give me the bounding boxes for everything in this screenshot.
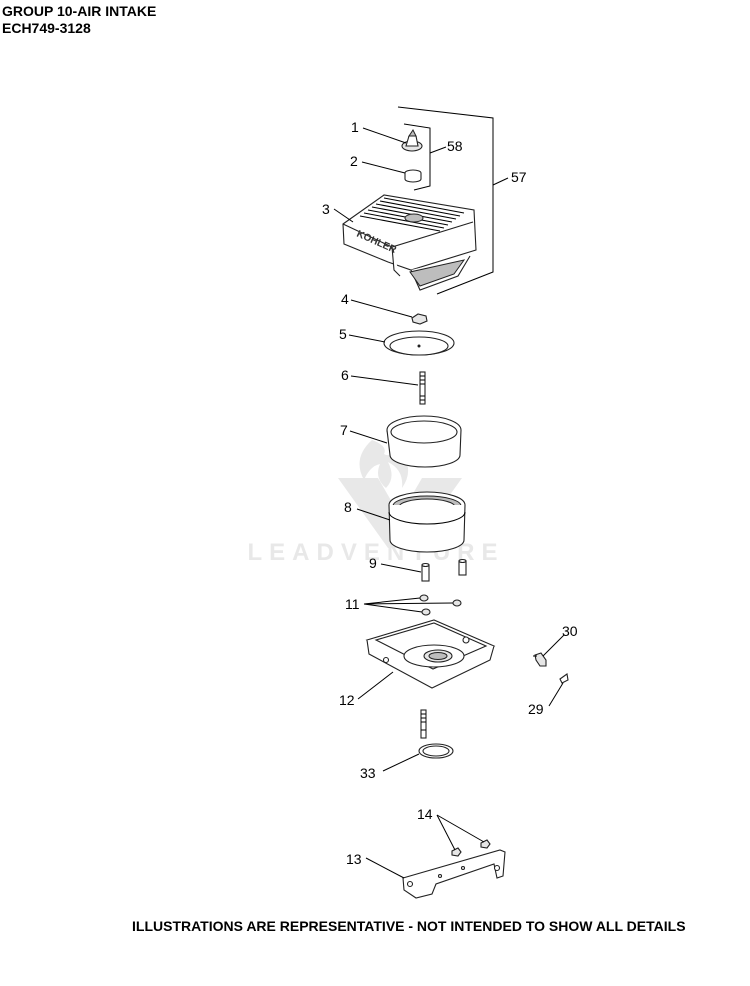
callout-29: 29 — [528, 701, 544, 717]
part-2-seal — [404, 169, 422, 183]
lower-stud — [420, 709, 427, 739]
part-14-screws — [451, 839, 491, 857]
part-8-air-filter-element — [388, 491, 466, 553]
callout-13: 13 — [346, 851, 362, 867]
callout-3: 3 — [322, 201, 330, 217]
part-7-precleaner — [386, 415, 462, 468]
part-6-stud — [419, 371, 426, 405]
callout-58: 58 — [447, 138, 463, 154]
callout-numbers: 1 2 3 4 5 6 7 8 9 11 12 30 29 33 14 13 5… — [322, 119, 578, 867]
callout-1: 1 — [351, 119, 359, 135]
model-code: ECH749-3128 — [2, 20, 91, 36]
part-29-pin — [559, 673, 569, 684]
footer-disclaimer: ILLUSTRATIONS ARE REPRESENTATIVE - NOT I… — [132, 918, 686, 934]
callout-14: 14 — [417, 806, 433, 822]
callout-33: 33 — [360, 765, 376, 781]
callout-12: 12 — [339, 692, 355, 708]
bracket-58 — [403, 123, 447, 191]
group-title: GROUP 10-AIR INTAKE — [2, 3, 157, 19]
callout-6: 6 — [341, 367, 349, 383]
part-12-air-cleaner-base — [365, 619, 496, 689]
callout-5: 5 — [339, 326, 347, 342]
callout-30: 30 — [562, 623, 578, 639]
part-33-gasket — [418, 743, 454, 759]
watermark: LEADVENTURE — [247, 440, 498, 566]
callout-2: 2 — [350, 153, 358, 169]
bracket-57 — [397, 106, 509, 295]
callout-11: 11 — [345, 596, 360, 612]
callout-57: 57 — [511, 169, 527, 185]
part-4-nut — [411, 313, 428, 325]
callout-4: 4 — [341, 291, 349, 307]
leader-lines — [333, 127, 565, 879]
part-1-wing-nut — [401, 129, 423, 152]
part-9-spacers — [421, 558, 467, 582]
callout-7: 7 — [340, 422, 348, 438]
part-13-support-bracket — [402, 849, 506, 899]
part-11-nuts — [419, 594, 462, 616]
callout-9: 9 — [369, 555, 377, 571]
part-5-element-cover — [383, 330, 455, 356]
callout-8: 8 — [344, 499, 352, 515]
part-3-air-cleaner-cover: KOHLER — [342, 194, 477, 291]
